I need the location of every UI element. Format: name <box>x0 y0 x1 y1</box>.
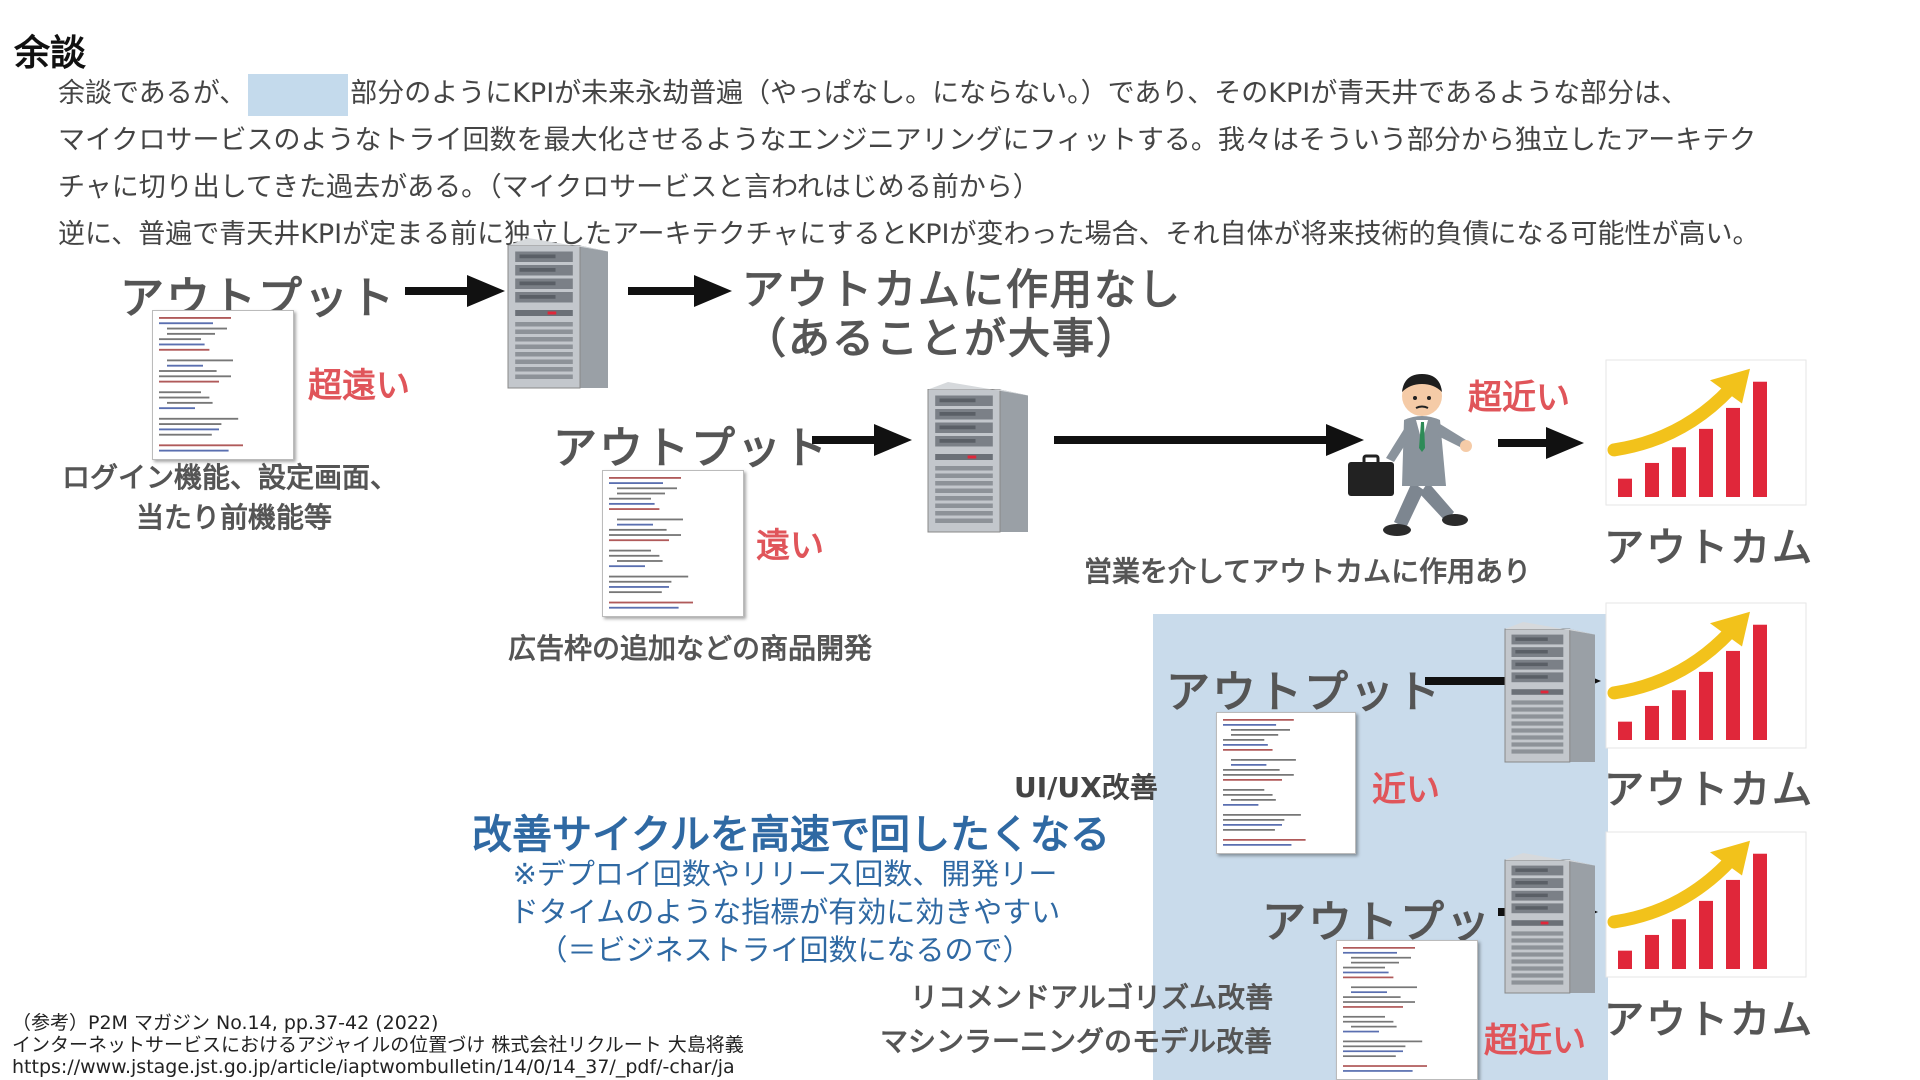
right-arrow-icon <box>812 424 912 456</box>
right-arrow-icon <box>1498 427 1584 459</box>
reference-block: （参考）P2M マガジン No.14, pp.37-42 (2022) インター… <box>12 1012 744 1078</box>
right-arrow-icon <box>1054 424 1364 456</box>
businessman-icon <box>1348 374 1472 536</box>
code-document-icon <box>1336 940 1478 1080</box>
growth-chart-icon <box>1605 831 1807 978</box>
paragraph-line-3: チャに切り出してきた過去がある。（マイクロサービスと言われはじめる前から） <box>58 172 1040 203</box>
row1-distance-label: 超遠い <box>308 366 410 406</box>
row4-output-label: アウトプット <box>1262 897 1538 948</box>
cycle-note: ※デプロイ回数やリリース回数、開発リー ドタイムのような指標が有効に効きやすい … <box>509 857 1061 967</box>
growth-chart-icon <box>1605 359 1807 506</box>
row3-distance-label: 近い <box>1372 770 1440 810</box>
code-document-icon <box>1216 712 1356 854</box>
row4-labels: リコメンドアルゴリズム改善 マシンラーニングのモデル改善 <box>880 981 1274 1058</box>
page-title: 余談 <box>14 33 87 74</box>
code-document-icon <box>602 470 744 617</box>
row3-outcome-label: アウトカム <box>1604 767 1814 813</box>
row4-distance-label: 超近い <box>1484 1021 1586 1061</box>
row2-outcome-label: アウトカム <box>1604 525 1814 571</box>
cycle-title: 改善サイクルを高速で回したくなる <box>472 812 1110 858</box>
row2-output-label: アウトプット <box>553 423 829 474</box>
server-icon <box>507 238 608 389</box>
right-arrow-icon <box>628 275 732 307</box>
row1-result: アウトカムに作用なし （あることが大事） <box>742 265 1183 363</box>
paragraph-line-4: 逆に、普遍で青天井KPIが定まる前に独立したアーキテクチャにするとKPIが変わっ… <box>58 219 1760 250</box>
right-arrow-icon <box>405 275 505 307</box>
server-icon <box>1504 853 1595 994</box>
row3-output-label: アウトプット <box>1166 667 1442 718</box>
row3-label: UI/UX改善 <box>1014 771 1158 804</box>
intro-paragraph: 余談であるが、部分のようにKPIが未来永劫普遍（やっぱなし。にならない。）であり… <box>58 70 1908 258</box>
row2-distance-label: 遠い <box>756 526 824 566</box>
growth-chart-icon <box>1605 602 1807 749</box>
row2-near-label: 超近い <box>1468 378 1570 418</box>
row1-caption: ログイン機能、設定画面、 当たり前機能等 <box>62 461 399 534</box>
code-document-icon <box>152 310 294 460</box>
row2-caption: 広告枠の追加などの商品開発 <box>508 632 873 665</box>
row2-via-caption: 営業を介してアウトカムに作用あり <box>1084 555 1532 588</box>
paragraph-line-1: 余談であるが、部分のようにKPIが未来永劫普遍（やっぱなし。にならない。）であり… <box>58 70 1908 117</box>
highlight-swatch <box>248 73 349 116</box>
row4-outcome-label: アウトカム <box>1604 997 1814 1043</box>
server-icon <box>927 382 1028 533</box>
server-icon <box>1504 622 1595 763</box>
paragraph-line-2: マイクロサービスのようなトライ回数を最大化させるようなエンジニアリングにフィット… <box>58 125 1757 156</box>
